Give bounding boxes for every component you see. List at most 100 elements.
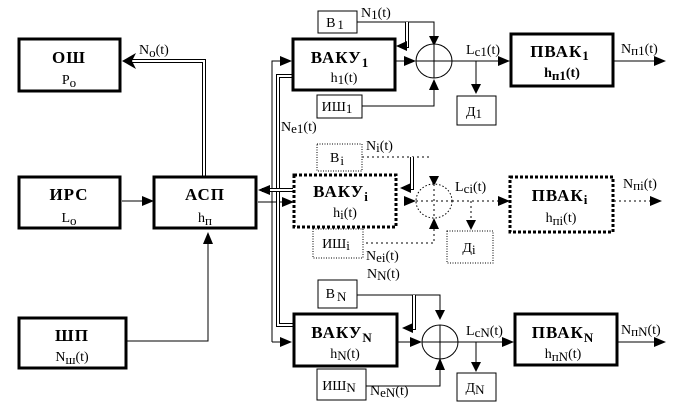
signal-label-Nei: Nei(t) bbox=[366, 249, 399, 265]
signal-label-Ne1: Ne1(t) bbox=[281, 120, 317, 136]
arrow-head bbox=[280, 56, 292, 66]
block-vaku-N: ВАКУN hN(t) bbox=[292, 312, 399, 368]
channel-1-wires bbox=[357, 21, 666, 107]
block-vaku-i-param: hi(t) bbox=[333, 206, 357, 222]
arrow-head bbox=[435, 358, 445, 370]
block-d-i: Дi bbox=[446, 230, 494, 264]
arrow-head bbox=[280, 337, 292, 347]
block-osh-param: Po bbox=[62, 73, 76, 90]
signal-label-NeN: NeN(t) bbox=[370, 384, 409, 400]
adder-i bbox=[415, 183, 453, 219]
wire-shp-to-asp bbox=[127, 232, 213, 342]
block-pvak-i: ПВАКi hпi(t) bbox=[508, 175, 615, 234]
block-b-i: Вi bbox=[316, 143, 363, 172]
wire-irs-to-asp bbox=[122, 196, 154, 206]
arrow-head bbox=[471, 362, 481, 372]
signal-label-No: No(t) bbox=[139, 43, 169, 60]
block-ish-i: ИШi bbox=[312, 228, 364, 259]
wire-vaku-feedback-to-asp bbox=[258, 74, 293, 327]
block-asp: АСП hп bbox=[152, 175, 258, 230]
block-osh: ОШ Po bbox=[17, 37, 122, 93]
block-ish-i-label: ИШi bbox=[322, 237, 350, 253]
arrow-head bbox=[410, 337, 422, 347]
arrow-head bbox=[396, 41, 407, 51]
wire-asp-to-osh bbox=[122, 53, 206, 178]
block-shp: ШП Nш(t) bbox=[17, 316, 128, 370]
block-osh-title: ОШ bbox=[52, 48, 86, 67]
arrow-head bbox=[404, 56, 416, 66]
block-irs-title: ИРС bbox=[49, 185, 88, 204]
arrow-head bbox=[471, 84, 481, 94]
block-pvak-i-param: hпi(t) bbox=[546, 211, 577, 228]
block-asp-title: АСП bbox=[185, 185, 225, 204]
block-d-N: ДN bbox=[456, 372, 497, 402]
arrow-head bbox=[650, 196, 662, 206]
signal-label-N1: N1(t) bbox=[361, 6, 391, 22]
block-d-i-label: Дi bbox=[462, 241, 476, 257]
block-pvak-1-title: ПВАК1 bbox=[530, 42, 590, 63]
arrow-head bbox=[429, 36, 439, 46]
block-vaku-1-title: ВАКУ1 bbox=[311, 48, 370, 70]
block-pvak-1-param: hп1(t) bbox=[544, 66, 580, 83]
signal-label-Lci: Lci(t) bbox=[455, 180, 487, 196]
channel-i-wires bbox=[362, 156, 662, 244]
arrow-head bbox=[404, 196, 416, 206]
signal-label-Npi: Nпi(t) bbox=[623, 177, 657, 193]
signal-label-NpN: NпN(t) bbox=[621, 323, 661, 339]
block-asp-param: hп bbox=[198, 211, 212, 228]
block-ish-N-label: ИШN bbox=[322, 379, 356, 395]
block-d-1: Д1 bbox=[456, 95, 497, 126]
arrow-head bbox=[402, 323, 413, 333]
block-ish-1: ИШ1 bbox=[316, 94, 363, 119]
arrow-head bbox=[654, 337, 666, 347]
channel-N-wires bbox=[357, 294, 666, 387]
arrow-head bbox=[498, 56, 510, 66]
arrow-head bbox=[435, 310, 445, 320]
block-ish-1-label: ИШ1 bbox=[322, 100, 353, 116]
block-pvak-N: ПВАКN hпN(t) bbox=[513, 312, 619, 367]
block-vaku-1: ВАКУ1 h1(t) bbox=[291, 37, 397, 92]
signal-label-LcN: LcN(t) bbox=[466, 324, 503, 340]
block-d-1-label: Д1 bbox=[466, 105, 482, 121]
arrow-head bbox=[502, 337, 514, 347]
arrow-head bbox=[429, 218, 439, 229]
block-pvak-i-title: ПВАКi bbox=[532, 186, 589, 207]
block-vaku-N-param: hN(t) bbox=[330, 347, 360, 363]
block-irs: ИРС Lo bbox=[17, 175, 122, 230]
arrow-head bbox=[122, 53, 136, 69]
arrow-head bbox=[429, 176, 439, 186]
arrow-head bbox=[400, 183, 411, 193]
arrow-head bbox=[466, 220, 476, 230]
signal-label-Lc1: Lc1(t) bbox=[466, 43, 500, 59]
block-ish-N: ИШN bbox=[316, 368, 367, 401]
adder-N bbox=[421, 324, 459, 360]
block-pvak-N-param: hпN(t) bbox=[545, 347, 582, 364]
arrow-head bbox=[258, 185, 270, 195]
arrow-head bbox=[498, 196, 510, 206]
block-b-i-label: Вi bbox=[330, 151, 344, 168]
arrow-head bbox=[282, 197, 294, 207]
block-pvak-N-title: ПВАКN bbox=[532, 323, 595, 345]
arrow-head bbox=[203, 232, 213, 244]
block-vaku-i: ВАКУi hi(t) bbox=[292, 173, 398, 229]
signal-label-Np1: Nп1(t) bbox=[621, 42, 658, 58]
arrow-head bbox=[429, 79, 439, 90]
block-vaku-i-title: ВАКУi bbox=[313, 182, 369, 204]
block-pvak-1: ПВАК1 hп1(t) bbox=[509, 32, 615, 88]
signal-label-NN: NN(t) bbox=[367, 267, 400, 283]
block-shp-param: Nш(t) bbox=[55, 350, 89, 367]
block-d-N-label: ДN bbox=[466, 381, 486, 397]
arrow-head bbox=[142, 196, 154, 206]
block-shp-title: ШП bbox=[55, 326, 89, 345]
block-vaku-1-param: h1(t) bbox=[331, 71, 358, 87]
block-vaku-N-title: ВАКУN bbox=[311, 323, 372, 345]
signal-label-Ni: Ni(t) bbox=[366, 139, 393, 155]
arrow-head bbox=[654, 56, 666, 66]
wire-asp-to-vaku bbox=[258, 56, 294, 347]
adder-1 bbox=[415, 43, 453, 79]
